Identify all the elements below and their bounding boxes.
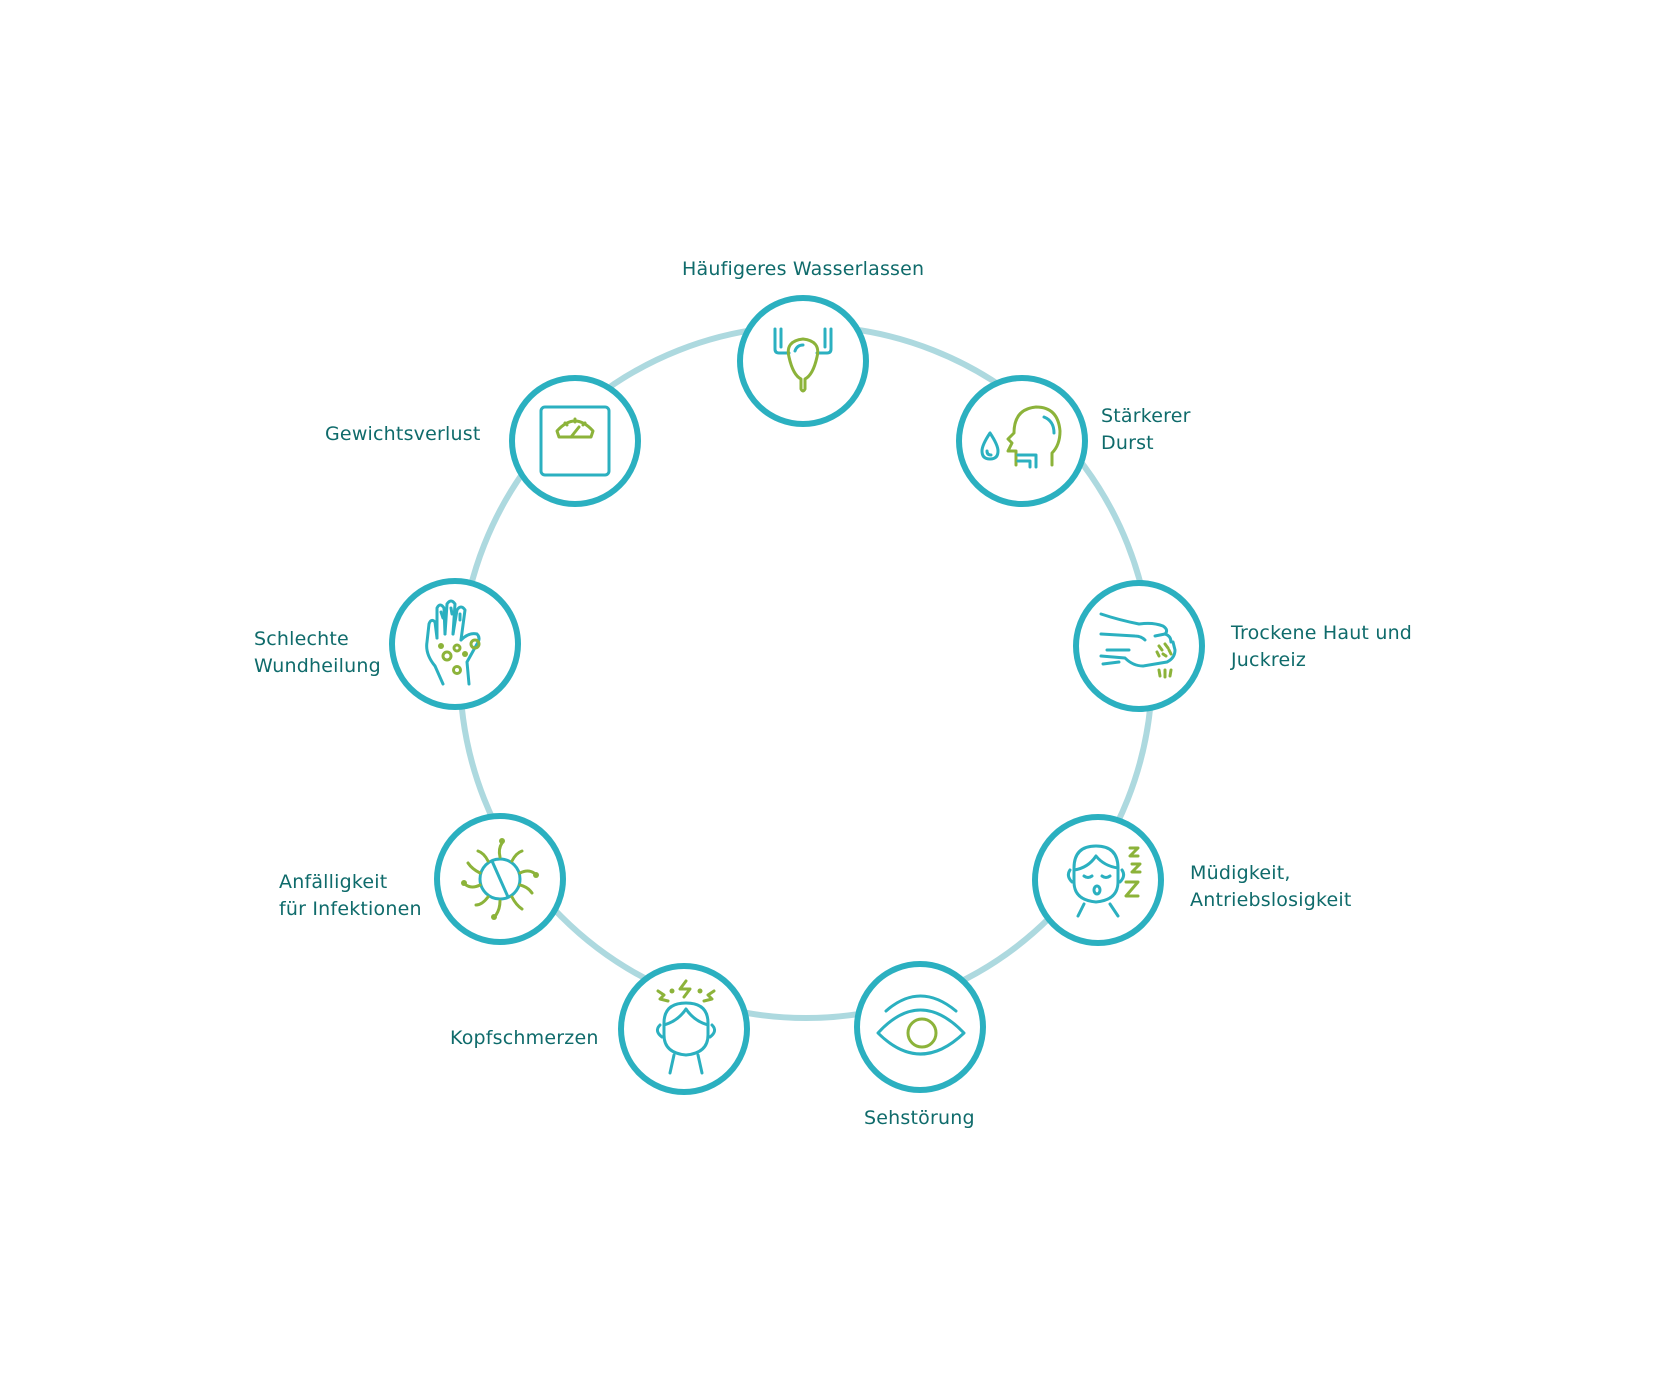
label-line: Müdigkeit, xyxy=(1190,862,1291,884)
label-line: Kopfschmerzen xyxy=(450,1027,599,1049)
symptom-circle-fatigue xyxy=(1032,814,1164,946)
label-wound-healing: Schlechte Wundheilung xyxy=(254,626,381,680)
bacteria-icon xyxy=(461,838,539,920)
hand-spots-icon xyxy=(425,599,481,686)
label-line: für Infektionen xyxy=(279,898,422,920)
symptom-circle-weight-loss xyxy=(509,375,641,507)
label-line: Sehstörung xyxy=(864,1107,975,1129)
symptom-circle-vision xyxy=(854,961,986,1093)
label-vision: Sehstörung xyxy=(864,1105,975,1132)
label-line: Gewichtsverlust xyxy=(325,423,481,445)
label-infections: Anfälligkeit für Infektionen xyxy=(279,869,422,923)
label-line: Trockene Haut und xyxy=(1231,622,1413,644)
symptom-circle-headache xyxy=(618,963,750,1095)
head-drop-icon xyxy=(980,405,1062,469)
label-weight-loss: Gewichtsverlust xyxy=(325,421,480,448)
label-line: Stärkerer xyxy=(1101,405,1191,427)
label-thirst: Stärkerer Durst xyxy=(1101,403,1191,457)
label-line: Anfälligkeit xyxy=(279,871,388,893)
label-fatigue: Müdigkeit, Antriebslosigkeit xyxy=(1190,860,1352,914)
headache-icon xyxy=(655,979,717,1075)
label-urination: Häufigeres Wasserlassen xyxy=(682,256,924,283)
label-line: Durst xyxy=(1101,432,1154,454)
bladder-icon xyxy=(773,327,833,393)
scale-icon xyxy=(539,405,611,477)
label-dry-skin: Trockene Haut und Juckreiz xyxy=(1231,620,1412,674)
symptom-circle-thirst xyxy=(956,375,1088,507)
eye-icon xyxy=(876,994,966,1056)
symptom-circle-infections xyxy=(434,813,566,945)
sleeping-face-icon xyxy=(1066,844,1142,918)
symptom-circle-wound-healing xyxy=(389,578,521,710)
symptom-circle-dry-skin xyxy=(1073,580,1205,712)
label-line: Juckreiz xyxy=(1231,649,1307,671)
label-line: Wundheilung xyxy=(254,655,381,677)
label-line: Häufigeres Wasserlassen xyxy=(682,258,925,280)
label-headache: Kopfschmerzen xyxy=(450,1025,599,1052)
symptom-circle-urination xyxy=(737,295,869,427)
label-line: Schlechte xyxy=(254,628,349,650)
label-line: Antriebslosigkeit xyxy=(1190,889,1352,911)
scratching-hands-icon xyxy=(1099,612,1177,679)
